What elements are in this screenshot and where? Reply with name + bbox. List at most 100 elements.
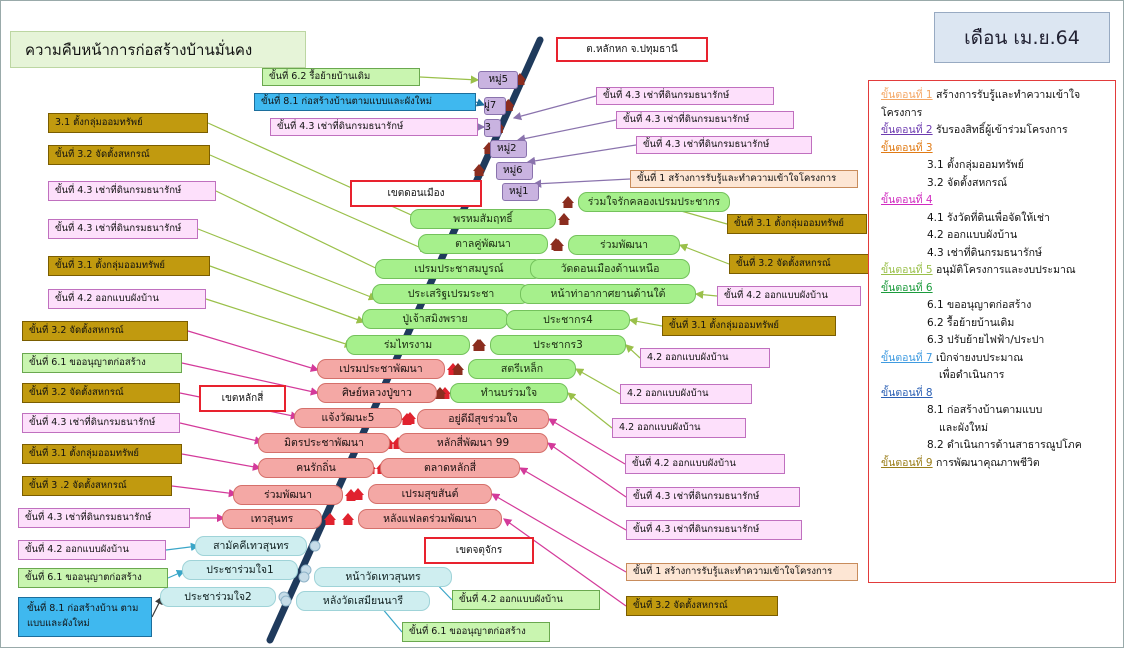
community-left: ร่มไทรงาม <box>346 335 470 355</box>
legend-row: ขั้นตอนที่ 8 <box>881 385 1111 403</box>
legend-step: ขั้นตอนที่ 6 <box>881 281 933 294</box>
legend-row: 8.2 ดำเนินการด้านสาธารณูปโภค <box>881 437 1111 455</box>
community-right: วัดดอนเมืองด้านเหนือ <box>530 259 690 279</box>
legend-text: และผังใหม่ <box>939 421 989 434</box>
village-label: หมู่6 <box>496 162 533 180</box>
step-label-left: ขั้นที่ 6.1 ขออนุญาตก่อสร้าง <box>18 568 168 588</box>
village-label: หมู่2 <box>490 140 527 158</box>
legend-text: เบิกจ่ายงบประมาณ <box>932 351 1024 364</box>
legend-text: โครงการ <box>881 106 923 119</box>
step-label-right: ขั้นที่ 4.3 เช่าที่ดินกรมธนารักษ์ <box>616 111 794 129</box>
step-label-left: ขั้นที่ 3.2 จัดตั้งสหกรณ์ <box>48 145 210 165</box>
community-right: ร่วมใจรักคลองเปรมประชากร <box>578 192 730 212</box>
community-right: หลังวัดเสมียนนารี <box>296 591 430 611</box>
legend-row: ขั้นตอนที่ 5 อนุมัติโครงการและงบประมาณ <box>881 262 1111 280</box>
legend-step: ขั้นตอนที่ 1 <box>881 89 933 101</box>
community-right: หน้าท่าอากาศยานด้านใต้ <box>520 284 696 304</box>
legend-text: การพัฒนาคุณภาพชีวิต <box>932 456 1040 469</box>
legend-step: ขั้นตอนที่ 8 <box>881 386 933 399</box>
step-label-left: ขั้นที่ 8.1 ก่อสร้างบ้านตามแบบและผังใหม่ <box>254 93 476 111</box>
legend-row: ขั้นตอนที่ 3 <box>881 140 1111 158</box>
legend-row: 4.2 ออกแบบผังบ้าน <box>881 227 1111 245</box>
legend-step: ขั้นตอนที่ 4 <box>881 194 933 206</box>
legend-row: เพื่อดำเนินการ <box>881 367 1111 385</box>
legend-text: รับรองสิทธิ์ผู้เข้าร่วมโครงการ <box>932 124 1068 136</box>
step-label-right: ขั้นที่ 4.2 ออกแบบผังบ้าน <box>717 286 861 306</box>
community-right: หลังแฟลตร่วมพัฒนา <box>358 509 502 529</box>
legend-text: อนุมัติโครงการและงบประมาณ <box>932 264 1076 276</box>
community-right: หลักสี่พัฒนา 99 <box>398 433 548 453</box>
community-left: ตาลคู่พัฒนา <box>418 234 548 254</box>
legend-row: ขั้นตอนที่ 1 สร้างการรับรู้และทำความเข้า… <box>881 87 1111 105</box>
legend-panel: ขั้นตอนที่ 1 สร้างการรับรู้และทำความเข้า… <box>868 80 1116 583</box>
legend-text: 8.1 ก่อสร้างบ้านตามแบบ <box>927 404 1043 416</box>
legend-text: 6.3 ปรับย้ายไฟฟ้า/ประปา <box>927 334 1045 346</box>
community-right: ทำนบร่วมใจ <box>450 383 568 403</box>
legend-text: สร้างการรับรู้และทำความเข้าใจ <box>932 89 1081 101</box>
step-label-left: ขั้นที่ 3.1 ตั้งกลุ่มออมทรัพย์ <box>22 444 182 464</box>
step-label-right: ขั้นที่ 3.1 ตั้งกลุ่มออมทรัพย์ <box>727 214 867 234</box>
zone-chatuchak: เขตจตุจักร <box>424 537 534 564</box>
community-right: ประชากร4 <box>506 310 630 330</box>
step-label-right: ขั้นที่ 3.2 จัดตั้งสหกรณ์ <box>626 596 778 616</box>
step-label-left: ขั้นที่ 4.3 เช่าที่ดินกรมธนารักษ์ <box>48 181 216 201</box>
step-label-left: ขั้นที่ 4.3 เช่าที่ดินกรมธนารักษ์ <box>48 219 198 239</box>
legend-row: ขั้นตอนที่ 9 การพัฒนาคุณภาพชีวิต <box>881 455 1111 473</box>
legend-row: 8.1 ก่อสร้างบ้านตามแบบ <box>881 402 1111 420</box>
step-label-left: ขั้นที่ 3.2 จัดตั้งสหกรณ์ <box>22 383 180 403</box>
community-right: ประชากร3 <box>490 335 626 355</box>
month-label: เดือน เม.ย.64 <box>934 12 1110 63</box>
step-label-left: ขั้นที่ 3 .2 จัดตั้งสหกรณ์ <box>22 476 172 496</box>
step-label-right: ขั้นที่ 4.2 ออกแบบผังบ้าน <box>452 590 600 610</box>
village-label: หมู่3 <box>484 119 501 137</box>
step-label-right: 4.2 ออกแบบผังบ้าน <box>640 348 770 368</box>
step-label-right: 4.2 ออกแบบผังบ้าน <box>612 418 746 438</box>
step-label-left: ขั้นที่ 4.2 ออกแบบผังบ้าน <box>18 540 166 560</box>
legend-row: 6.2 รื้อย้ายบ้านเดิม <box>881 315 1111 333</box>
legend-text: 8.2 ดำเนินการด้านสาธารณูปโภค <box>927 439 1082 451</box>
community-left: มิตรประชาพัฒนา <box>258 433 390 453</box>
legend-text: 4.2 ออกแบบผังบ้าน <box>927 229 1018 241</box>
legend-text: 4.3 เช่าที่ดินกรมธนารักษ์ <box>927 246 1042 259</box>
step-label-left: ขั้นที่ 3.1 ตั้งกลุ่มออมทรัพย์ <box>48 256 210 276</box>
legend-row: 3.2 จัดตั้งสหกรณ์ <box>881 175 1111 193</box>
community-left: ประชาร่วมใจ1 <box>182 560 298 580</box>
legend-text: 3.2 จัดตั้งสหกรณ์ <box>927 176 1008 189</box>
legend-text: เพื่อดำเนินการ <box>939 369 1005 381</box>
community-right: เปรมสุขสันต์ <box>368 484 492 504</box>
legend-row: 3.1 ตั้งกลุ่มออมทรัพย์ <box>881 157 1111 175</box>
step-label-left: ขั้นที่ 3.2 จัดตั้งสหกรณ์ <box>22 321 188 341</box>
community-right: หน้าวัดเทวสุนทร <box>314 567 452 587</box>
step-label-right: ขั้นที่ 4.3 เช่าที่ดินกรมธนารักษ์ <box>626 520 802 540</box>
legend-text: 6.1 ขออนุญาตก่อสร้าง <box>927 299 1032 311</box>
step-label-left: ขั้นที่ 6.2 รื้อย้ายบ้านเดิม <box>262 68 420 86</box>
village-label: หมู่1 <box>502 183 539 201</box>
step-label-right: ขั้นที่ 1 สร้างการรับรู้และทำความเข้าใจโ… <box>630 170 858 188</box>
legend-step: ขั้นตอนที่ 2 <box>881 124 933 136</box>
community-left: ประเสริฐเปรมระชา <box>372 284 530 304</box>
community-left: ร่วมพัฒนา <box>233 485 343 505</box>
step-label-left: ขั้นที่ 4.3 เช่าที่ดินกรมธนารักษ์ <box>270 118 478 136</box>
community-right: ตลาดหลักสี่ <box>380 458 520 478</box>
community-right: ร่วมพัฒนา <box>568 235 680 255</box>
community-right: สตรีเหล็ก <box>468 359 576 379</box>
step-label-right: ขั้นที่ 4.3 เช่าที่ดินกรมธนารักษ์ <box>596 87 774 105</box>
community-left: พรหมสัมฤทธิ์ <box>410 209 556 229</box>
legend-row: ขั้นตอนที่ 6 <box>881 280 1111 298</box>
step-label-left: ขั้นที่ 4.2 ออกแบบผังบ้าน <box>48 289 206 309</box>
zone-laksi: เขตหลักสี่ <box>199 385 286 412</box>
step-label-right: ขั้นที่ 4.2 ออกแบบผังบ้าน <box>625 454 785 474</box>
step-label-left: ขั้นที่ 4.3 เช่าที่ดินกรมธนารักษ์ <box>18 508 190 528</box>
legend-step: ขั้นตอนที่ 5 <box>881 264 933 276</box>
community-left: ปู่เจ้าสมิงพราย <box>362 309 508 329</box>
step-label-right: 4.2 ออกแบบผังบ้าน <box>620 384 752 404</box>
legend-row: 4.3 เช่าที่ดินกรมธนารักษ์ <box>881 245 1111 263</box>
legend-text: 3.1 ตั้งกลุ่มออมทรัพย์ <box>927 159 1024 171</box>
legend-row: ขั้นตอนที่ 2 รับรองสิทธิ์ผู้เข้าร่วมโครง… <box>881 122 1111 140</box>
community-left: เปรมประชาพัฒนา <box>317 359 445 379</box>
step-label-left: 3.1 ตั้งกลุ่มออมทรัพย์ <box>48 113 208 133</box>
location-label: ต.หลักหก จ.ปทุมธานี <box>556 37 708 62</box>
step-label-right: ขั้นที่ 1 สร้างการรับรู้และทำความเข้าใจโ… <box>626 563 858 581</box>
legend-row: 6.1 ขออนุญาตก่อสร้าง <box>881 297 1111 315</box>
legend-text: 6.2 รื้อย้ายบ้านเดิม <box>927 316 1015 329</box>
